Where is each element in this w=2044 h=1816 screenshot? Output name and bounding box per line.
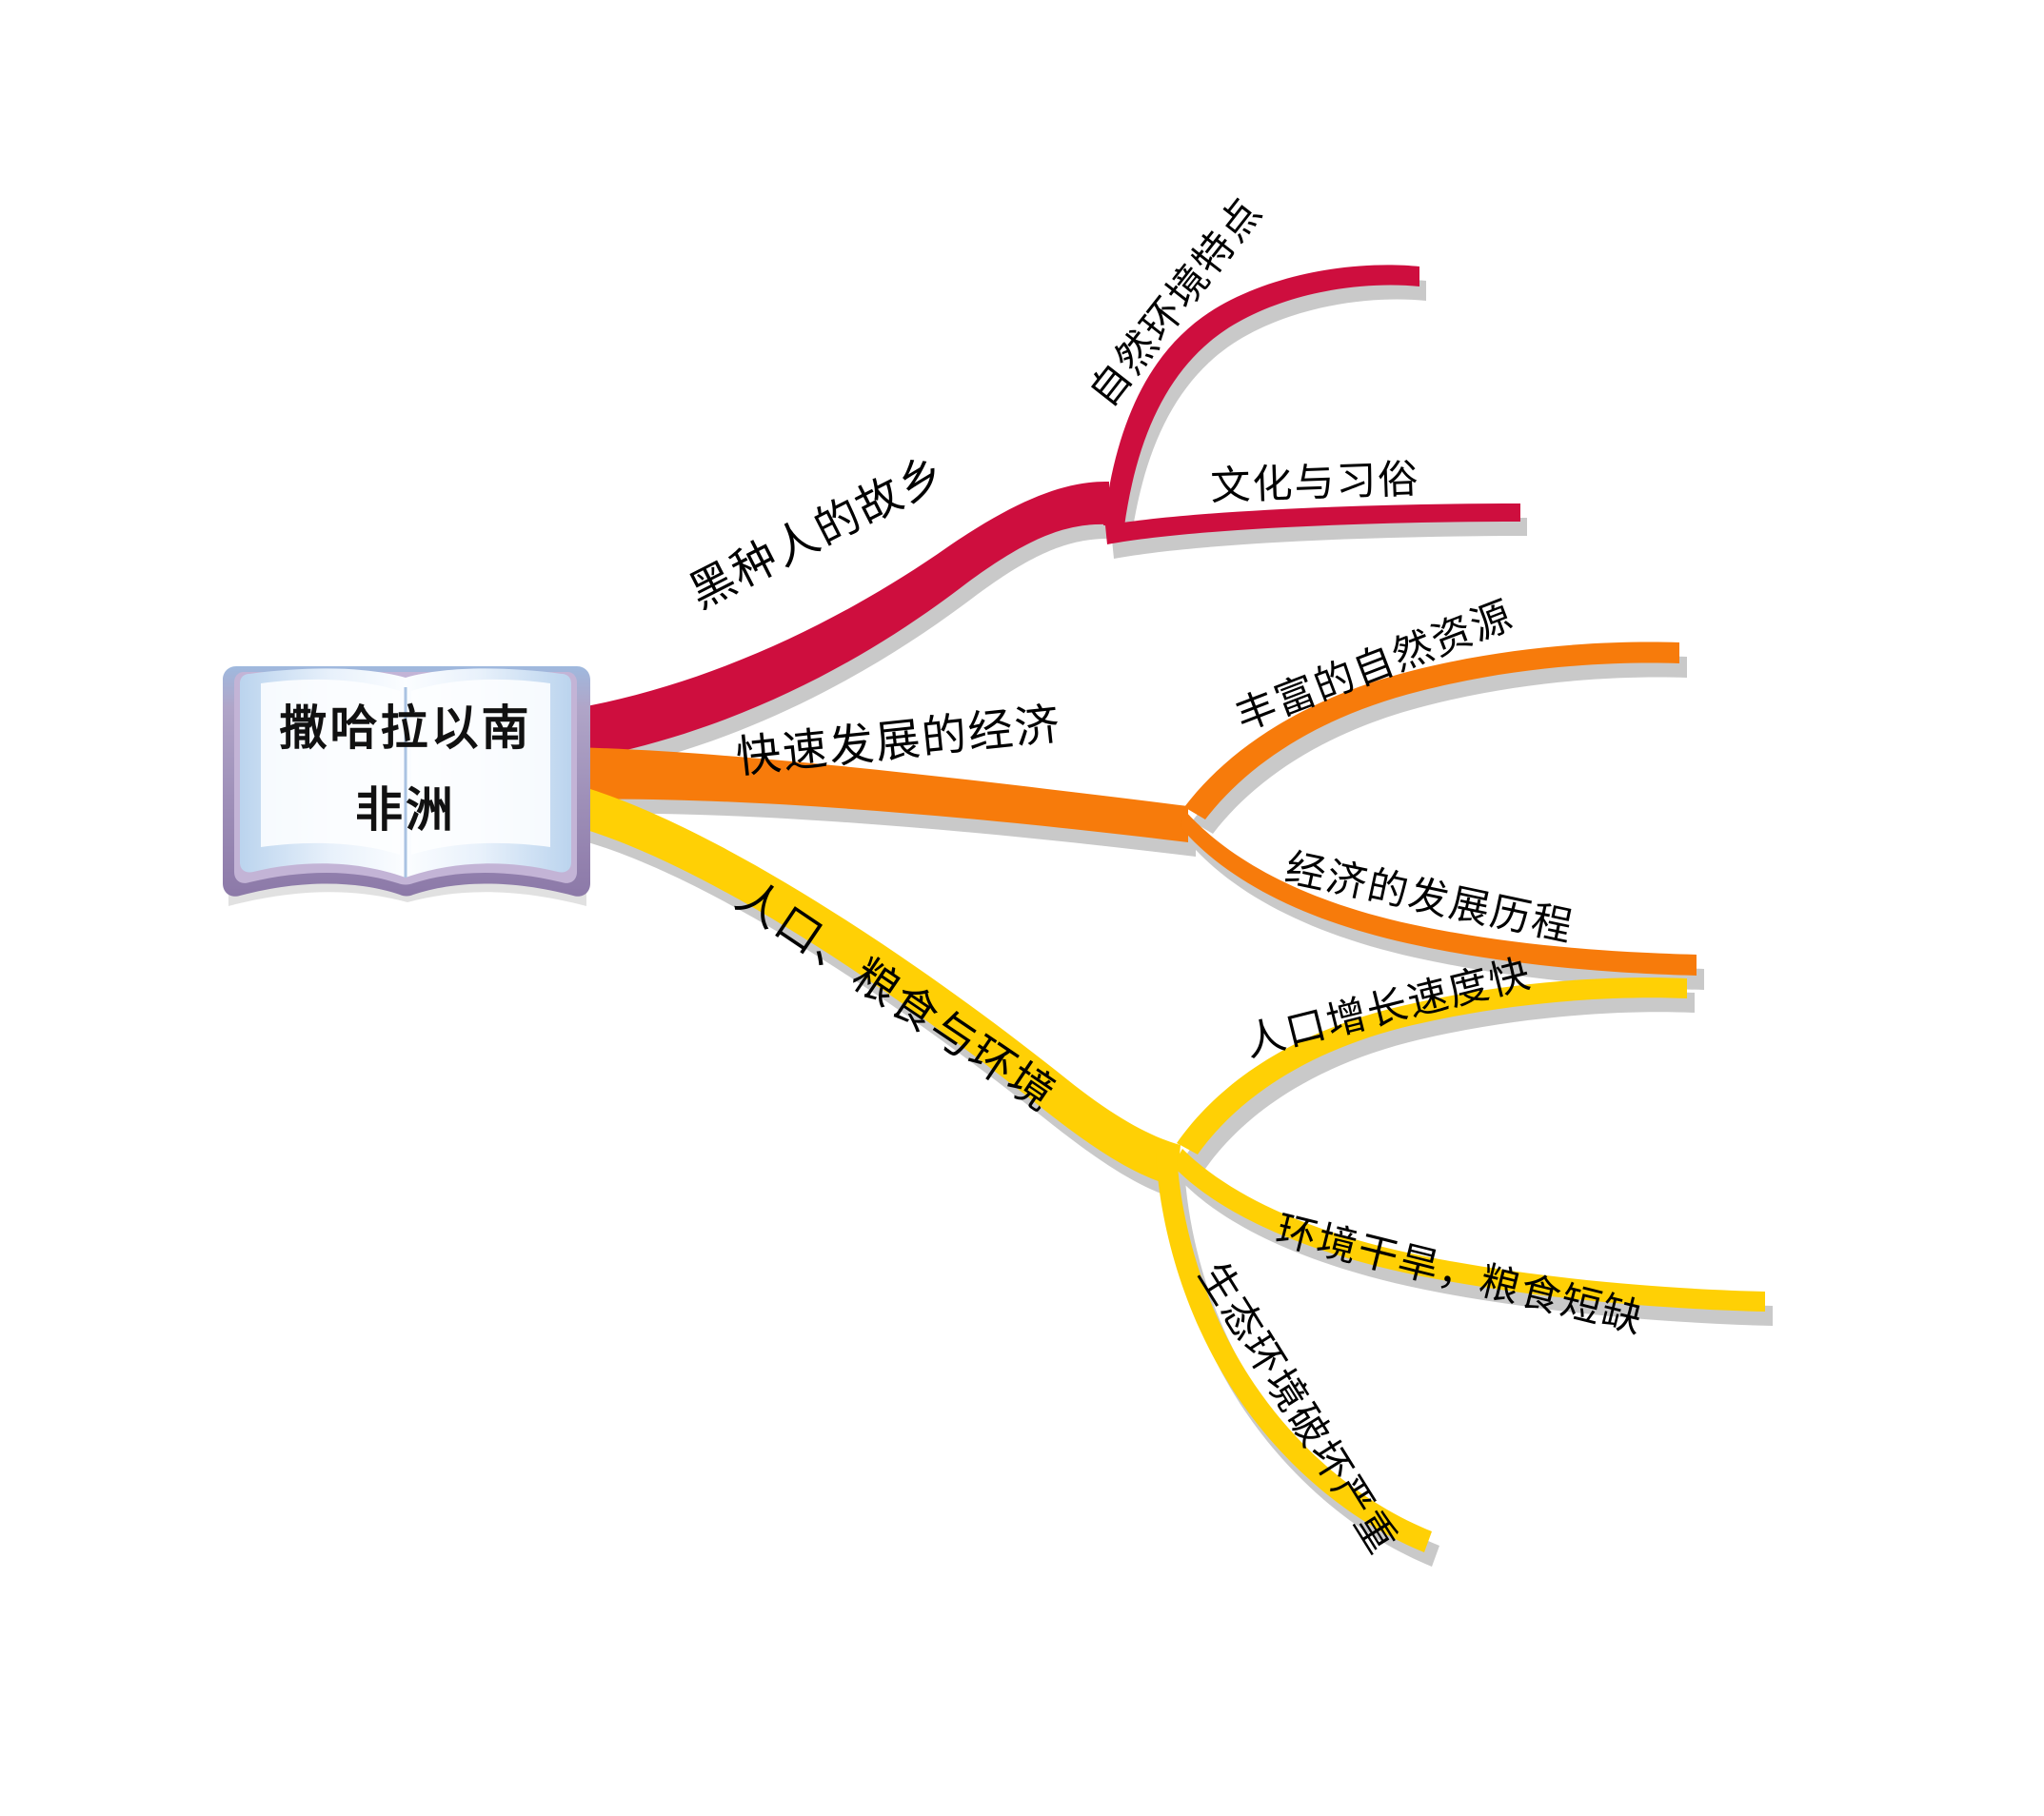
central-node[interactable]: 撒哈拉以南 非洲 (223, 666, 590, 906)
branch-2-label[interactable]: 快速发展的经济 (734, 700, 1064, 783)
branch-2-child-1-stroke[interactable] (1184, 642, 1679, 819)
branch-2-group[interactable] (571, 642, 1697, 976)
branch-3-child-1-stroke[interactable] (1177, 977, 1687, 1155)
branch-1-stroke[interactable] (571, 481, 1109, 761)
book-page-highlight-right (411, 679, 550, 855)
branch-3-stroke[interactable] (564, 783, 1181, 1187)
branch-3-label[interactable]: 人口、粮食与环境 (727, 872, 1064, 1121)
branch-3-child-2-label[interactable]: 环境干旱，粮食短缺 (1272, 1208, 1649, 1342)
branch-1-group[interactable] (571, 265, 1520, 761)
branch-2-child-2-stroke[interactable] (1181, 810, 1697, 976)
branch-3-child-3-label[interactable]: 生态环境破坏严重 (1190, 1254, 1405, 1562)
branch-1-child-2-label[interactable]: 文化与习俗 (1210, 457, 1421, 509)
branch-3-group[interactable] (564, 783, 1765, 1552)
central-node-line-1: 撒哈拉以南 (280, 701, 532, 755)
branch-1-child-2-stroke[interactable] (1105, 503, 1520, 544)
branch-2-stroke[interactable] (571, 747, 1188, 842)
branch-3-child-2-stroke[interactable] (1173, 1149, 1765, 1312)
central-node-line-2: 非洲 (355, 783, 456, 837)
book-page-highlight-left (261, 679, 400, 855)
